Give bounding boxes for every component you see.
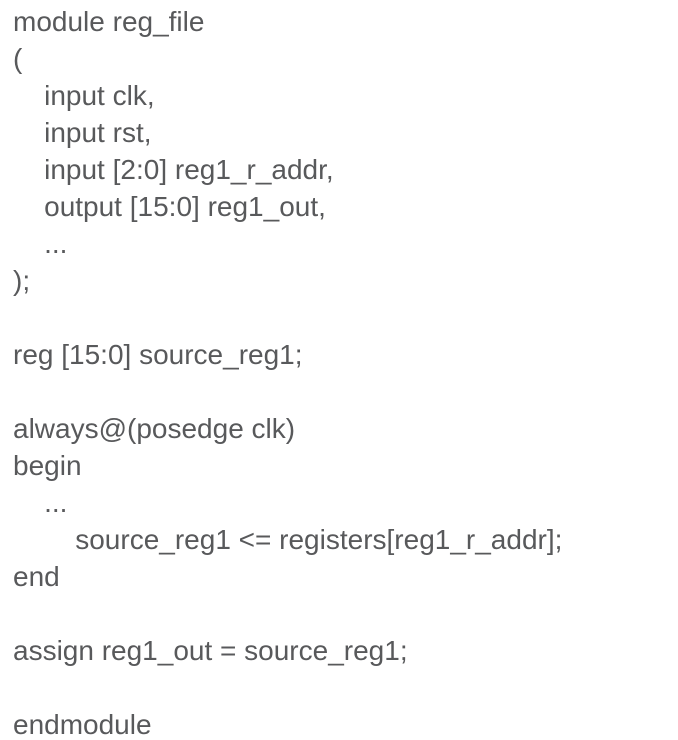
code-line: assign reg1_out = source_reg1;	[13, 635, 408, 666]
code-line: begin	[13, 450, 82, 481]
code-block: module reg_file ( input clk, input rst, …	[13, 3, 678, 740]
code-line: output [15:0] reg1_out,	[13, 191, 326, 222]
code-line: );	[13, 265, 31, 296]
code-line	[13, 299, 678, 336]
code-line: reg [15:0] source_reg1;	[13, 339, 303, 370]
code-line	[13, 373, 678, 410]
code-line: input rst,	[13, 117, 152, 148]
code-line: ...	[13, 487, 68, 518]
code-line: ...	[13, 228, 68, 259]
code-line: source_reg1 <= registers[reg1_r_addr];	[13, 524, 563, 555]
code-line: input clk,	[13, 80, 155, 111]
code-line: input [2:0] reg1_r_addr,	[13, 154, 334, 185]
code-line	[13, 669, 678, 706]
code-line: always@(posedge clk)	[13, 413, 296, 444]
code-line: module reg_file	[13, 6, 205, 37]
code-line: end	[13, 561, 60, 592]
code-line	[13, 595, 678, 632]
code-line: endmodule	[13, 709, 152, 740]
code-line: (	[13, 43, 23, 74]
